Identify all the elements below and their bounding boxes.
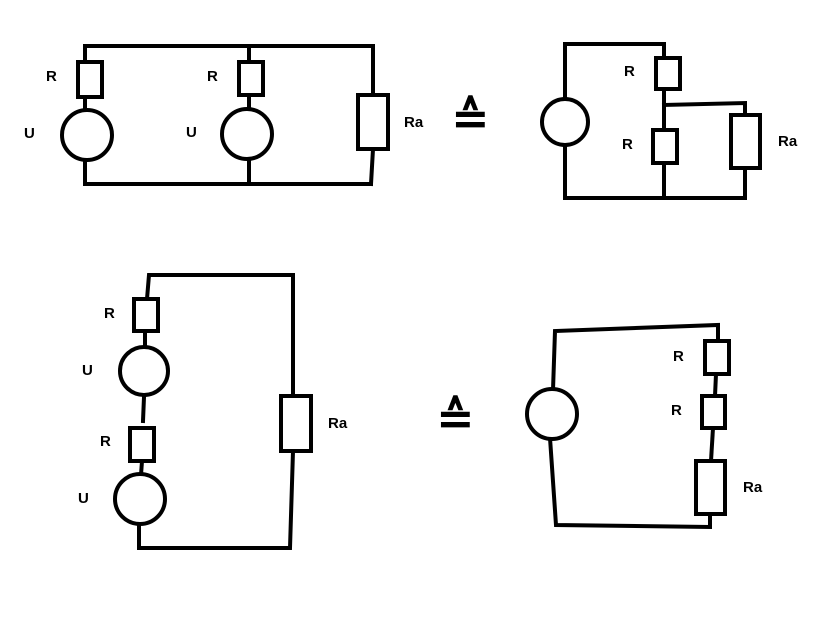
- wire: [140, 394, 147, 424]
- load-label: Ra: [328, 415, 348, 432]
- resistor-label: R: [671, 402, 682, 419]
- resistor: [76, 60, 104, 99]
- load-label: Ra: [743, 479, 763, 496]
- voltage-source: [118, 345, 170, 397]
- load-label: Ra: [404, 114, 424, 131]
- equivalence-symbol: ≙: [436, 391, 475, 445]
- load-resistor: [356, 93, 390, 151]
- resistor-label: R: [673, 348, 684, 365]
- wire: [368, 146, 376, 187]
- resistor: [132, 297, 160, 333]
- voltage-source: [113, 472, 167, 526]
- load-resistor: [729, 113, 762, 170]
- load-resistor: [279, 394, 313, 453]
- voltage-source: [60, 108, 114, 162]
- wire: [712, 371, 719, 399]
- circuit-series-equivalent: R R Ra: [525, 322, 763, 530]
- circuit-series-sources: R U R U Ra: [78, 273, 348, 550]
- source-label: U: [24, 125, 35, 142]
- circuit-parallel-equivalent: R R Ra: [540, 42, 798, 200]
- voltage-source: [220, 107, 274, 161]
- resistor-label: R: [624, 63, 635, 80]
- resistor-label: R: [104, 305, 115, 322]
- load-resistor: [694, 459, 727, 516]
- resistor: [703, 339, 731, 376]
- wire: [137, 448, 296, 550]
- resistor-label: R: [46, 68, 57, 85]
- voltage-source: [525, 387, 579, 441]
- wire: [563, 42, 666, 102]
- resistor: [237, 60, 265, 97]
- resistor: [651, 128, 679, 165]
- voltage-source: [540, 97, 590, 147]
- wire: [661, 100, 747, 117]
- resistor-label: R: [100, 433, 111, 450]
- equivalence-symbol: ≙: [451, 91, 490, 145]
- source-label: U: [78, 490, 89, 507]
- resistor-label: R: [622, 136, 633, 153]
- wire: [144, 273, 295, 398]
- resistor: [700, 394, 727, 430]
- wire: [547, 435, 712, 530]
- resistor: [128, 426, 156, 463]
- source-label: U: [186, 124, 197, 141]
- wire: [550, 322, 720, 393]
- circuit-parallel-sources: R R U U Ra: [24, 44, 424, 187]
- source-label: U: [82, 362, 93, 379]
- load-label: Ra: [778, 133, 798, 150]
- wire: [708, 425, 716, 464]
- resistor: [654, 56, 682, 91]
- wire: [563, 143, 747, 200]
- resistor-label: R: [207, 68, 218, 85]
